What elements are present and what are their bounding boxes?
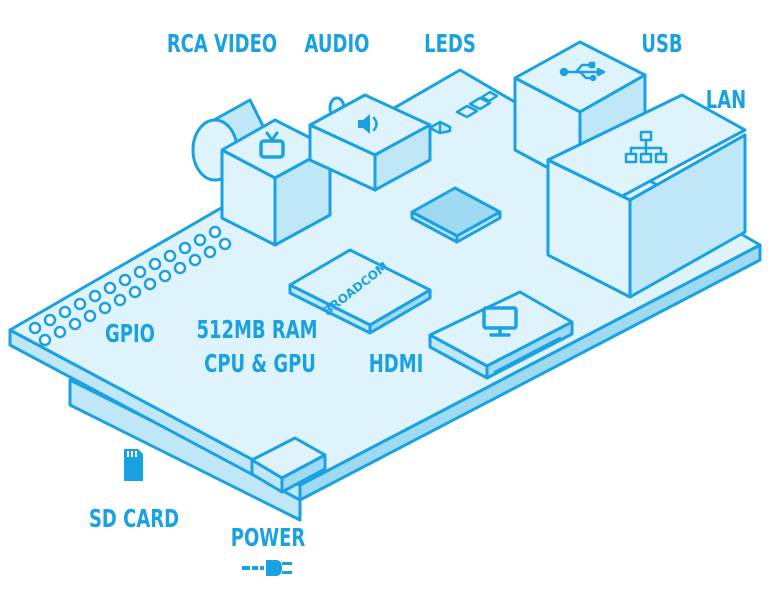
lan-port-block [546,93,747,299]
label-sd-card: SD CARD [89,505,179,534]
label-hdmi: HDMI [369,350,424,379]
network-icon [624,130,668,164]
small-chip [410,186,502,244]
label-lan: LAN [706,86,746,115]
rca-video-block [220,118,332,247]
label-leds: LEDS [424,30,476,59]
gpio-header [28,225,232,347]
label-audio: AUDIO [305,30,370,59]
label-gpio: GPIO [105,320,155,349]
label-rca-video: RCA VIDEO [167,30,277,59]
broadcom-soc [288,248,432,335]
power-plug-icon [242,560,292,576]
sd-card-icon [124,449,143,481]
label-usb: USB [641,30,682,59]
usb-icon [559,61,606,82]
status-leds [428,90,499,135]
speaker-icon [358,114,378,134]
power-port [250,436,327,494]
tv-icon [259,131,285,159]
monitor-icon [482,306,518,337]
label-power: POWER [231,524,306,553]
label-ram-line2: CPU & GPU [204,350,316,379]
label-ram-line1: 512MB RAM [196,316,317,345]
